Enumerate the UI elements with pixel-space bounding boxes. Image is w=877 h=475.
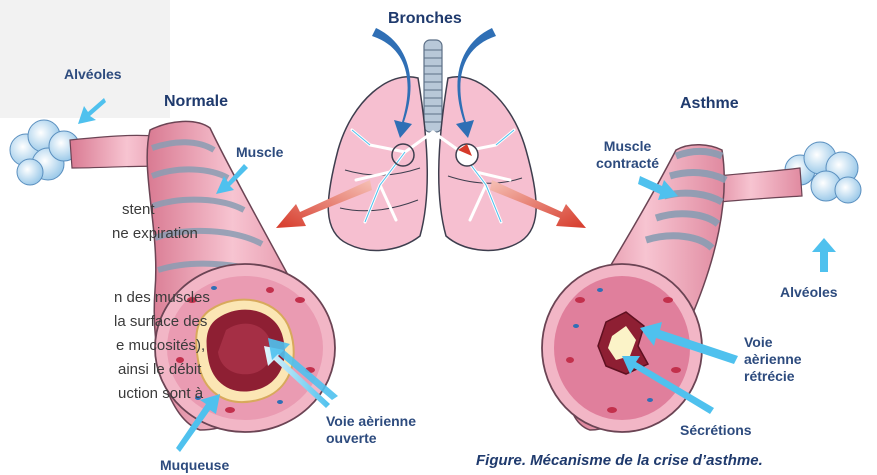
background-panel [0, 0, 170, 118]
label-muqueuse: Muqueuse [160, 457, 229, 474]
label-asthme: Asthme [680, 95, 739, 112]
label-voie-retrecie-line1: Voie [744, 334, 802, 351]
body-text-line-4: la surface des [114, 310, 207, 334]
label-alveoles-right: Alvéoles [780, 284, 838, 301]
arrow-up-icon [812, 238, 836, 272]
label-muscle-contracte-line1: Muscle [596, 138, 659, 155]
label-normale: Normale [164, 93, 228, 110]
body-text-line-6: ainsi le débit [118, 358, 201, 382]
label-alveoles-left: Alvéoles [64, 66, 122, 83]
body-text-line-7: uction sont à [118, 382, 203, 406]
label-voie-retrecie: Voie aèrienne rétrécie [744, 334, 802, 385]
body-text-line-1: stent [122, 198, 155, 222]
left-lung [328, 77, 427, 251]
label-voie-retrecie-line3: rétrécie [744, 368, 802, 385]
figure-caption: Figure. Mécanisme de la crise d’asthme. [476, 452, 763, 469]
label-muscle-contracte: Muscle contracté [596, 138, 659, 172]
label-voie-retrecie-line2: aèrienne [744, 351, 802, 368]
label-muscle-contracte-line2: contracté [596, 155, 659, 172]
alveoli-cloud-left [10, 120, 79, 185]
label-secretions: Sécrétions [680, 422, 752, 439]
body-text-line-2: ne expiration [112, 222, 198, 246]
label-voie-ouverte-line2: ouverte [326, 430, 416, 447]
label-voie-ouverte: Voie aèrienne ouverte [326, 413, 416, 447]
label-bronches: Bronches [388, 10, 462, 27]
trachea [424, 40, 442, 132]
body-text-line-3: n des muscles [114, 286, 210, 310]
lungs [328, 40, 536, 250]
body-text-line-5: e mucosités), [116, 334, 205, 358]
label-muscle: Muscle [236, 144, 283, 161]
label-voie-ouverte-line1: Voie aèrienne [326, 413, 416, 430]
right-lung [439, 77, 536, 251]
